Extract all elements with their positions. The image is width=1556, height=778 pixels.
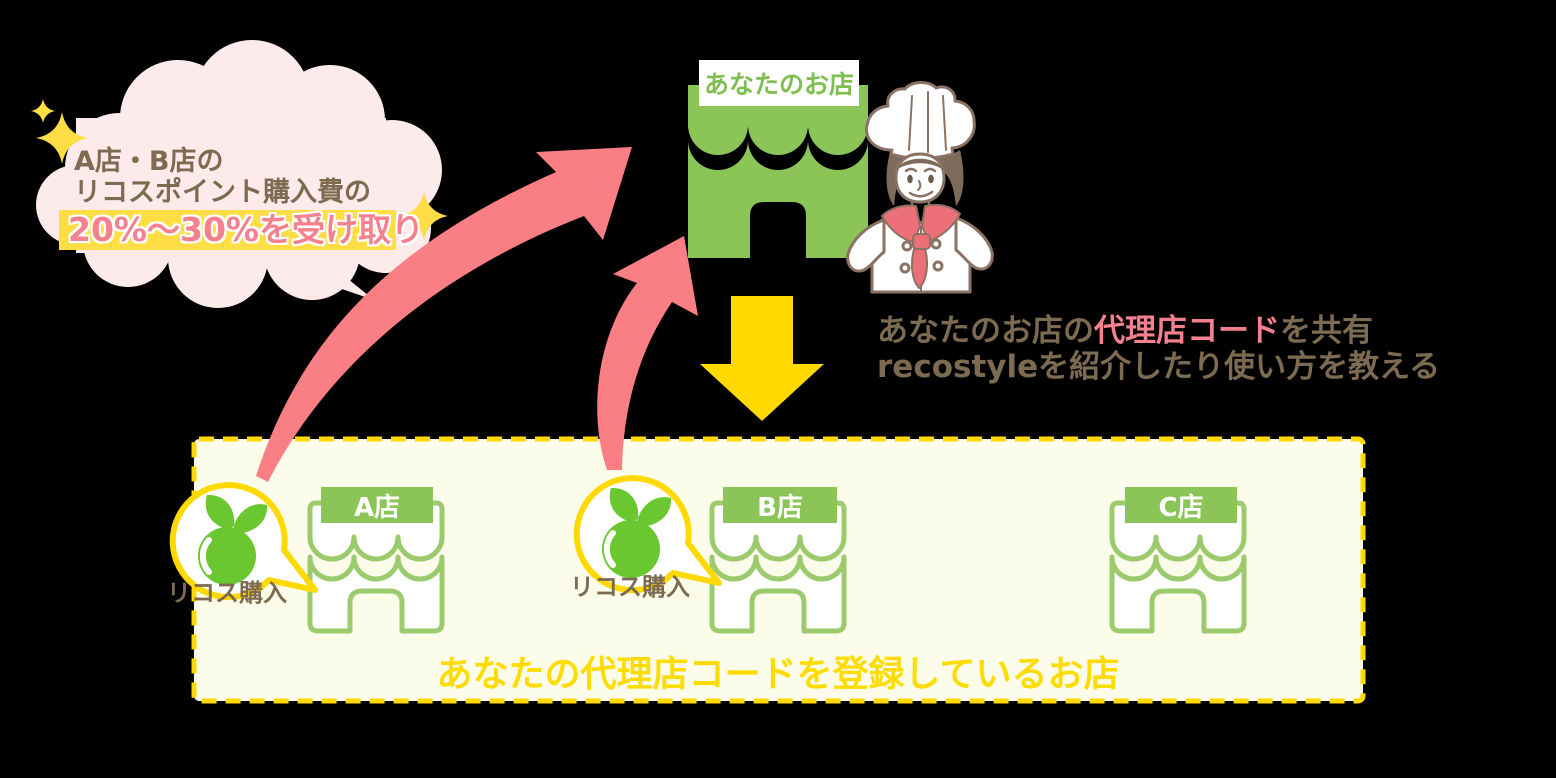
down-arrow-icon — [700, 296, 824, 421]
curved-arrow-a-icon — [256, 147, 632, 482]
cloud-note-line2: リコスポイント購入費の — [74, 177, 371, 208]
chef-icon — [846, 81, 994, 294]
sparkle-icon — [31, 99, 448, 240]
store-b-sign: B店 — [723, 487, 837, 523]
cloud-note-line1: A店・B店の — [74, 146, 224, 177]
share-note-part2: を共有 — [1280, 313, 1373, 349]
purchase-bubble-b — [573, 475, 722, 594]
agency-box-caption: あなたの代理店コードを登録しているお店 — [436, 654, 1120, 695]
share-note-part1: あなたのお店の — [877, 313, 1094, 349]
highlight-bar — [59, 210, 396, 250]
purchase-label-b: リコス購入 — [570, 573, 690, 601]
your-store-icon — [688, 85, 868, 258]
store-a-sign: A店 — [321, 487, 433, 523]
share-note-line2: recostyleを紹介したり使い方を教える — [877, 349, 1441, 385]
share-note-code: 代理店コード — [1094, 313, 1280, 349]
cloud-note-highlight: 20%〜30%を受け取り — [68, 210, 424, 249]
recos-fruit-icon — [198, 494, 268, 585]
purchase-label-a: リコス購入 — [167, 579, 287, 607]
recos-fruit-icon — [602, 487, 672, 578]
purchase-bubble-a — [169, 482, 318, 601]
share-note-line1: あなたのお店の代理店コードを共有 — [877, 305, 1373, 350]
your-store-sign: あなたのお店 — [699, 60, 859, 106]
curved-arrow-b-icon — [597, 236, 698, 470]
store-c-sign: C店 — [1125, 487, 1237, 523]
